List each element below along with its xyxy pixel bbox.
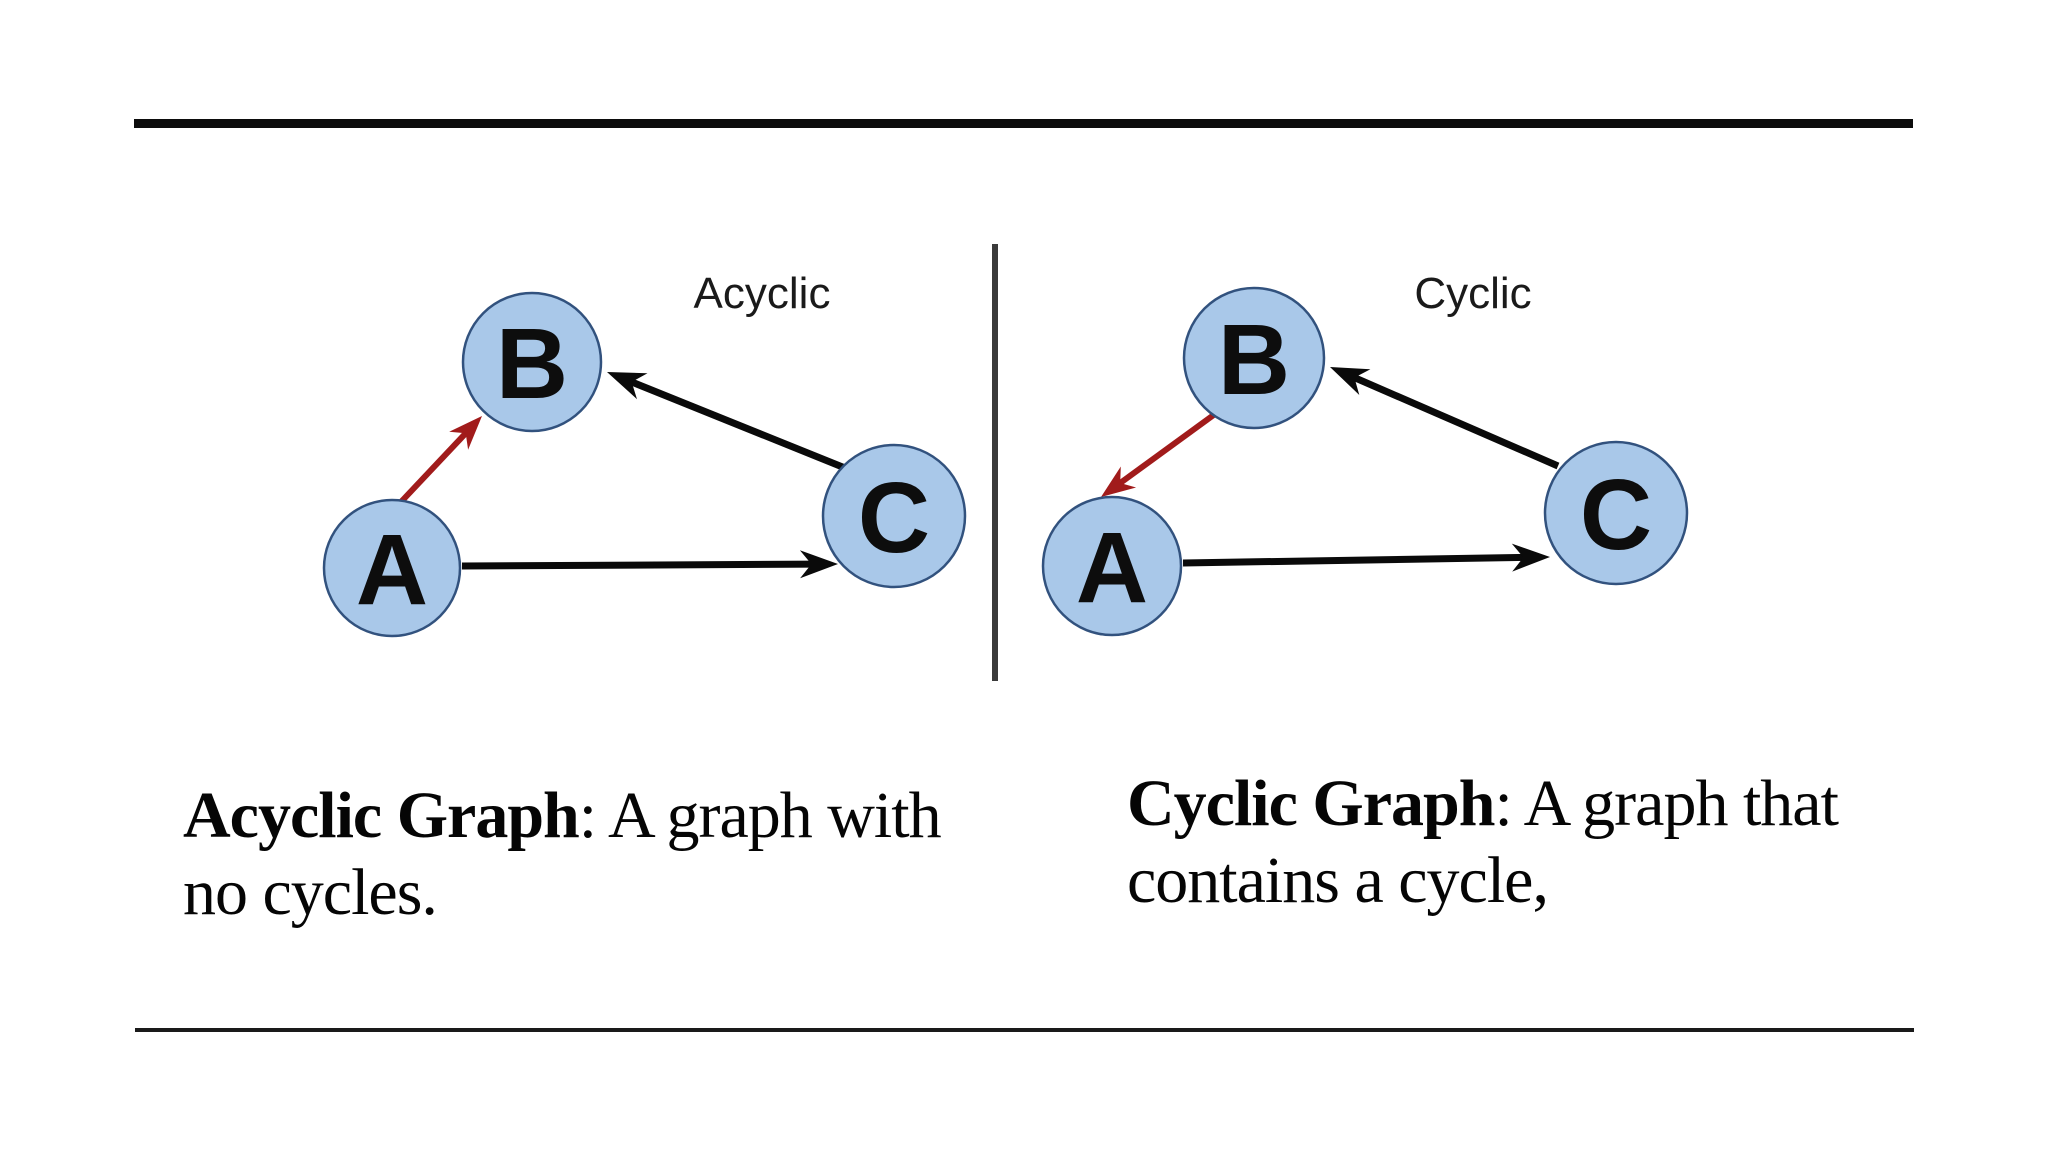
node-label-cyclic-A: A bbox=[1076, 512, 1148, 624]
arrowhead-A-C bbox=[799, 550, 838, 579]
caption-line-2: no cycles. bbox=[183, 856, 438, 929]
arrowhead-A-B bbox=[449, 416, 482, 450]
edge-A-C bbox=[461, 560, 816, 570]
edge-C-B bbox=[626, 377, 847, 472]
arrowhead-C-B bbox=[607, 372, 648, 400]
node-label-acyclic-A: A bbox=[356, 514, 428, 626]
node-label-cyclic-B: B bbox=[1218, 304, 1290, 416]
panel-acyclic: AB C Acyclic bbox=[322, 269, 967, 638]
panel-label-cyclic: Cyclic bbox=[1414, 269, 1531, 318]
node-label-acyclic-C: C bbox=[858, 462, 930, 574]
caption-rest: : A graph that bbox=[1494, 767, 1838, 840]
cyclic-caption: Cyclic Graph: A graph that contains a cy… bbox=[1127, 765, 1839, 919]
edge-C-B bbox=[1349, 372, 1560, 470]
edge-B-A bbox=[1115, 411, 1217, 488]
node-acyclic-A bbox=[322, 498, 462, 638]
caption-term: Cyclic Graph bbox=[1127, 767, 1495, 840]
arrowhead-C-B bbox=[1330, 367, 1371, 395]
caption-term: Acyclic Graph bbox=[183, 779, 580, 852]
node-cyclic-C bbox=[1543, 440, 1689, 586]
acyclic-caption: Acyclic Graph: A graph with no cycles. bbox=[183, 777, 942, 931]
arrowhead-A-C bbox=[1511, 543, 1550, 572]
node-acyclic-C bbox=[821, 443, 967, 589]
panel-cyclic: AB C Cyclic bbox=[1041, 269, 1689, 637]
node-cyclic-B bbox=[1182, 286, 1326, 430]
node-cyclic-A bbox=[1041, 495, 1183, 637]
caption-rest: : A graph with bbox=[578, 779, 942, 852]
panel-label-acyclic: Acyclic bbox=[694, 269, 831, 318]
caption-line-1: Acyclic Graph: A graph with bbox=[183, 777, 942, 854]
top-rule bbox=[134, 119, 1913, 128]
node-label-acyclic-B: B bbox=[496, 308, 568, 420]
node-label-cyclic-C: C bbox=[1580, 459, 1652, 571]
caption-line-2: contains a cycle, bbox=[1127, 844, 1549, 917]
bottom-rule bbox=[135, 1028, 1914, 1032]
arrowhead-B-A bbox=[1101, 466, 1137, 497]
edge-A-B bbox=[397, 428, 471, 506]
caption-line-1: Cyclic Graph: A graph that bbox=[1127, 765, 1839, 842]
edge-A-C bbox=[1182, 553, 1528, 567]
node-acyclic-B bbox=[461, 291, 603, 433]
panel-divider bbox=[992, 244, 998, 681]
